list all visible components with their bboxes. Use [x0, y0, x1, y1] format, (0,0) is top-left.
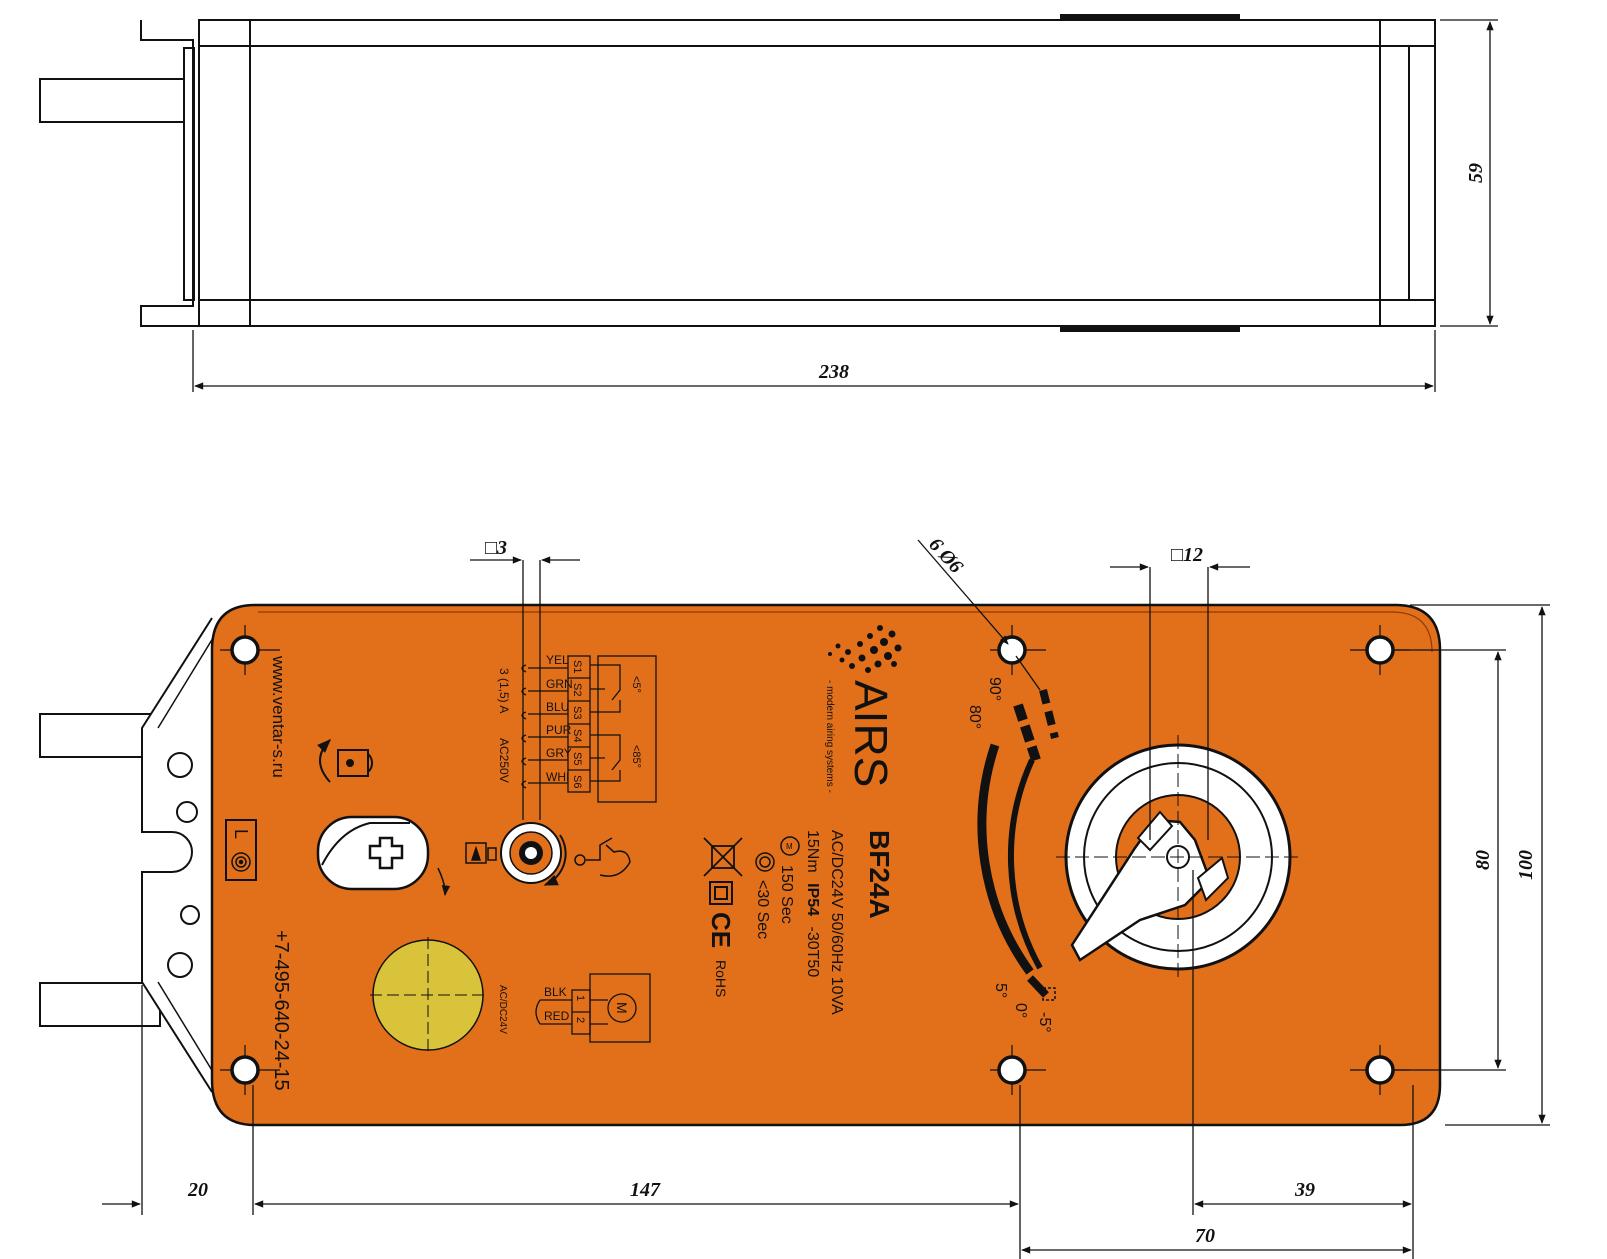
terminal: S2	[571, 683, 583, 696]
wire-color: WHI	[546, 770, 569, 784]
terminal: S3	[571, 706, 583, 719]
ce-mark: CE	[706, 912, 736, 948]
yellow-plug	[370, 937, 486, 1053]
terminal: S5	[571, 752, 583, 765]
mount-hole	[230, 1055, 260, 1085]
l-spring-box: L	[225, 819, 257, 881]
actuator-housing	[210, 603, 1442, 1127]
motor-symbol: M	[614, 1002, 630, 1014]
aux-angle-high: <85°	[630, 745, 642, 768]
motor-supply: AC/DC24V	[497, 985, 508, 1034]
spec-temp: -30T50	[804, 927, 821, 978]
release-symbols	[437, 837, 631, 897]
dim-70: 70	[1195, 1225, 1215, 1247]
spec-text: <30 Sec 150 Sec 15Nm IP54 -30T50 AC/DC24…	[754, 830, 895, 1015]
label-phone: +7-495-640-24-15	[270, 930, 292, 1091]
model-name: BF24A	[864, 830, 895, 919]
dim-59: 59	[1465, 163, 1487, 183]
aux-angle-low: <5°	[630, 676, 642, 693]
lock-icon	[317, 739, 374, 783]
top-dimensions	[192, 19, 1498, 392]
spec-torque-line: 15Nm IP54 -30T50	[804, 830, 821, 977]
angle-scale	[977, 689, 1059, 1001]
shaft-square-dim	[1110, 563, 1250, 840]
spring-return-icon	[755, 852, 775, 872]
dim-39: 39	[1294, 1179, 1315, 1201]
weee-icon	[703, 837, 743, 877]
aux-switch-wiring: YEL GRN BLU PUR GRY WHI S1 S2 S3 S4 S5 S…	[497, 653, 657, 803]
mount-hole	[1365, 1055, 1395, 1085]
dim-80: 80	[1472, 850, 1494, 870]
rohs-mark: RoHS	[713, 960, 729, 997]
top-body	[198, 19, 1436, 327]
motor-icon-letter: M	[786, 842, 793, 851]
wire-color: GRN	[546, 677, 573, 691]
spec-ip: IP54	[804, 883, 821, 916]
brand-tagline: - modern airing systems -	[824, 680, 835, 793]
bracket-hole	[176, 801, 198, 823]
dim-100: 100	[1515, 850, 1537, 880]
top-left-bracket	[140, 20, 199, 327]
shaft-clamp[interactable]	[1056, 735, 1300, 980]
wire-color: YEL	[546, 653, 569, 667]
terminal: 1	[574, 995, 586, 1001]
wire-color: RED	[544, 1009, 570, 1023]
motor-wiring: BLK RED 1 2 M AC/DC24V	[497, 973, 651, 1043]
brand-name: AIRS	[845, 680, 897, 787]
bracket-hole	[167, 752, 193, 778]
class2-icon	[709, 881, 733, 905]
terminal: S4	[571, 729, 583, 742]
mounting-holes	[220, 625, 1410, 1095]
spec-spring-time: <30 Sec	[754, 880, 771, 939]
motor-icon	[780, 836, 800, 856]
terminal: S6	[571, 775, 583, 788]
terminal: S1	[571, 660, 583, 673]
dim-147: 147	[630, 1179, 661, 1201]
scale-minus5: -5°	[1036, 1012, 1053, 1033]
wire-color: PUR	[546, 723, 572, 737]
scale-90: 90°	[986, 677, 1003, 701]
bracket-hole	[167, 952, 193, 978]
scale-5: 5°	[992, 983, 1009, 998]
label-lr: L	[231, 829, 251, 839]
airs-logo: AIRS - modern airing systems -	[824, 625, 902, 793]
spec-torque: 15Nm	[804, 830, 821, 873]
bottom-dimensions	[102, 870, 1414, 1259]
dim-sq12: □12	[1171, 544, 1203, 566]
scale-80: 80°	[966, 705, 983, 729]
mount-hole	[1365, 635, 1395, 665]
logo-dots-icon	[828, 625, 902, 673]
aux-voltage: AC250V	[497, 738, 511, 783]
mount-hole	[230, 635, 260, 665]
top-view	[39, 19, 1436, 327]
right-dimensions	[1395, 604, 1550, 1126]
terminal: 2	[574, 1017, 586, 1023]
manual-crank-key[interactable]	[316, 815, 430, 891]
bracket-hole	[180, 905, 200, 925]
cross-icon	[368, 836, 404, 870]
wire-color: BLK	[544, 985, 567, 999]
scale-0: 0°	[1012, 1003, 1029, 1018]
wire-color: BLU	[546, 700, 569, 714]
aux-current: 3 (1,5) A	[497, 668, 511, 713]
mount-hole	[997, 1055, 1027, 1085]
spec-power: AC/DC24V 50/60Hz 10VA	[828, 830, 845, 1015]
dim-20: 20	[187, 1179, 208, 1201]
dim-238: 238	[818, 361, 849, 383]
spec-motor-time: 150 Sec	[778, 865, 795, 924]
label-website: www.ventar-s.ru	[269, 655, 288, 778]
mounting-bracket	[141, 617, 213, 1093]
manual-release-button[interactable]	[500, 822, 567, 886]
hole-spec-leader	[917, 539, 1041, 691]
top-shaft-stub	[39, 78, 185, 123]
mount-hole	[997, 635, 1027, 665]
wire-color: GRY	[546, 746, 572, 760]
spring-icon	[231, 852, 251, 872]
dim-sq3: □3	[485, 537, 507, 559]
